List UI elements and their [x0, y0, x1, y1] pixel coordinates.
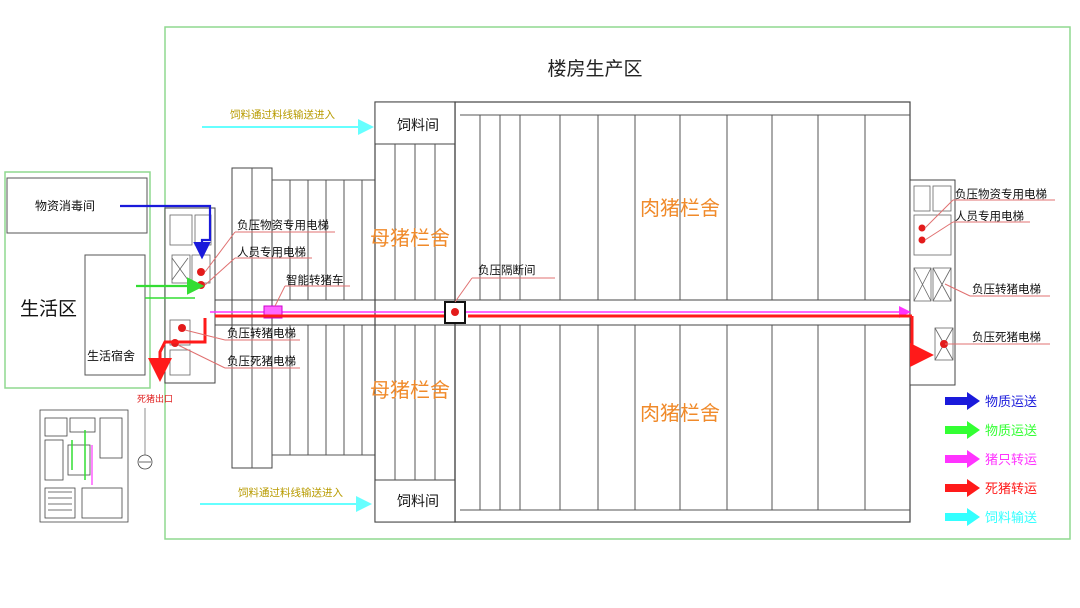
left-transfer-elevator-label: 负压转猪电梯 [227, 326, 296, 340]
living-zone-label: 生活区 [20, 298, 77, 320]
disinfection-room-label: 物资消毒间 [35, 199, 95, 213]
legend-label: 物质运送 [985, 424, 1037, 439]
feed-in-bottom-label: 饲料通过料线输送进入 [238, 486, 343, 499]
dead-exit-label: 死猪出口 [137, 393, 173, 405]
sow-house-top-label: 母猪栏舍 [370, 226, 450, 250]
dormitory-label: 生活宿舍 [87, 348, 135, 363]
mini-floor-plan [39, 409, 129, 523]
legend-arrow-icon [945, 421, 980, 439]
feed-room-top: 饲料间 [397, 118, 439, 134]
legend-label: 死猪转运 [985, 482, 1037, 497]
legend-arrow-icon [945, 479, 980, 497]
right-transfer-elevator-label: 负压转猪电梯 [972, 282, 1041, 296]
feed-in-top-label: 饲料通过料线输送进入 [230, 108, 335, 121]
left-staff-elevator-label: 人员专用电梯 [237, 245, 306, 259]
living-zone-border [4, 171, 151, 389]
left-wing-stalls [251, 168, 375, 468]
right-dead-elevator-label: 负压死猪电梯 [972, 330, 1041, 344]
legend-arrow-icon [945, 450, 980, 468]
sow-house-bottom-label: 母猪栏舍 [370, 378, 450, 402]
isolation-label: 负压隔断间 [478, 263, 536, 277]
left-dead-elevator-label: 负压死猪电梯 [227, 354, 296, 368]
feed-room-bottom: 饲料间 [397, 494, 439, 510]
dormitory-room [84, 254, 146, 376]
legend-label: 物质运送 [985, 395, 1037, 410]
fattening-house-bottom-label: 肉猪栏舍 [640, 401, 720, 425]
smart-cart-label: 智能转猪车 [286, 273, 344, 287]
production-zone-title: 楼房生产区 [547, 58, 642, 80]
legend-arrow-icon [945, 392, 980, 410]
legend-label: 猪只转运 [985, 453, 1037, 468]
legend-label: 饲料输送 [985, 510, 1037, 526]
fattening-house-top-label: 肉猪栏舍 [640, 196, 720, 220]
left-supply-elevator-label: 负压物资专用电梯 [237, 218, 329, 232]
right-staff-elevator-label: 人员专用电梯 [955, 209, 1024, 223]
right-supply-elevator-label: 负压物资专用电梯 [955, 187, 1047, 201]
legend-arrow-icon [945, 508, 980, 526]
